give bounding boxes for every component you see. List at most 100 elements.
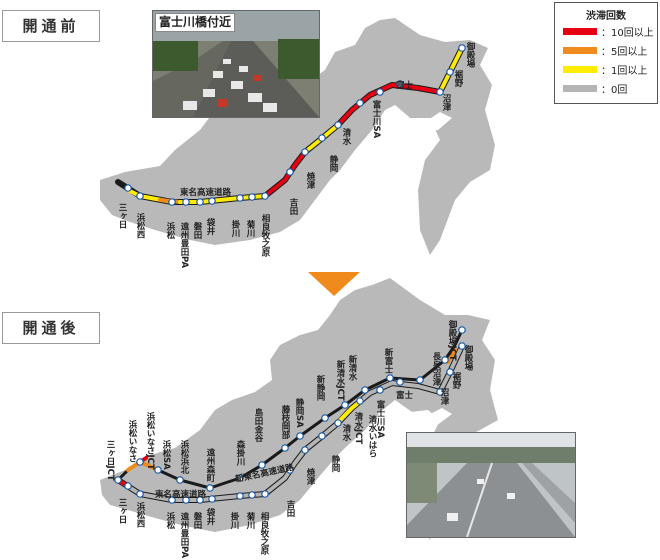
label-mikkabi: 三ヶ日 (117, 203, 127, 229)
legend-item-red: ：10回以上 (563, 22, 657, 41)
label-enshu-toyoda-b: 遠州豊田PA (179, 511, 190, 558)
photo-fujikawa-bridge: 富士川橋付近 (152, 10, 320, 118)
land-shape-top (100, 18, 495, 255)
label-shin-shizuoka: 新静岡 (315, 374, 325, 401)
label-fukuroi: 袋井 (205, 217, 216, 236)
legend: 渋滞回数 ：10回以上 ：5回以上 ：1回以上 ：0回 (554, 2, 658, 104)
label-gotemba-jct: 御殿場JCT (447, 319, 458, 360)
node-top-17 (446, 68, 454, 76)
legend-item-yellow: ：1回以上 (563, 60, 657, 79)
label-shimada-kanaya: 島田金谷 (253, 407, 264, 443)
node-bottom-26 (281, 444, 289, 452)
label-kakegawa-b: 掛川 (229, 511, 240, 530)
label-shin-shimizu: 新清水 (347, 354, 358, 381)
label-iwata: 磐田 (192, 221, 203, 240)
legend-swatch-gray (563, 85, 597, 92)
node-bottom-22 (176, 476, 184, 484)
label-susono: 裾野 (453, 69, 463, 88)
node-top-7 (248, 193, 256, 201)
node-top-4 (196, 198, 204, 206)
after-title: 開通後 (2, 312, 100, 344)
label-iwata-b: 磐田 (192, 511, 203, 530)
legend-swatch-yellow (563, 66, 597, 73)
segment-orange-gotemba (446, 348, 457, 364)
label-fujieda-okabe: 藤枝岡部 (280, 404, 291, 440)
node-bottom-14 (376, 386, 384, 394)
node-top-3 (182, 198, 190, 206)
node-top-0 (124, 184, 132, 192)
label-shizuoka-sa: 静岡SA (294, 397, 304, 428)
node-bottom-6 (236, 492, 244, 500)
node-bottom-10 (301, 446, 309, 454)
node-bottom-7 (248, 491, 256, 499)
label-yaizu: 焼津 (305, 171, 316, 190)
interchange-nodes (114, 44, 466, 504)
node-bottom-1 (136, 490, 144, 498)
legend-title: 渋滞回数 (586, 11, 626, 22)
label-hamamatsu-inasa: 浜松いなさ (127, 419, 137, 462)
label-shimizu-b: 清水 (341, 423, 352, 442)
node-top-12 (334, 121, 342, 129)
label-enshu-morimachi: 遠州森町 (205, 447, 216, 483)
node-top-14 (376, 88, 384, 96)
coast-inlet-bottom (395, 400, 452, 428)
node-bottom-31 (386, 374, 394, 382)
label-susono-b: 裾野 (451, 371, 461, 390)
node-bottom-18 (458, 342, 466, 350)
label-shin-fuji: 新富士 (383, 347, 393, 373)
node-top-1 (136, 192, 144, 200)
before-title: 開通前 (2, 10, 100, 42)
label-hamamatsu-inasa-jct: 浜松いなさJCT (145, 411, 155, 469)
node-bottom-24 (236, 474, 244, 482)
label-hamamatsu: 浜松 (165, 221, 175, 240)
node-top-11 (318, 134, 326, 142)
node-bottom-23 (206, 484, 214, 492)
node-top-8 (261, 192, 269, 200)
legend-label-orange: ：5回以上 (601, 47, 648, 58)
node-bottom-20 (136, 458, 144, 466)
legend-item-orange: ：5回以上 (563, 41, 657, 60)
label-gotemba-b: 御殿場 (463, 344, 474, 371)
node-bottom-28 (321, 414, 329, 422)
coast-inlet-top (395, 105, 452, 132)
node-bottom-21 (154, 466, 162, 474)
label-sagara-b: 相良牧之原 (259, 511, 269, 555)
node-bottom-32 (416, 376, 424, 384)
node-bottom-33 (441, 356, 449, 364)
node-bottom-8 (261, 490, 269, 498)
node-bottom-9 (286, 466, 294, 474)
label-shimizu-ihara: 清水いはら (367, 414, 378, 458)
label-enshu-toyoda: 遠州豊田PA (179, 221, 190, 268)
node-bottom-27 (296, 432, 304, 440)
label-fujikawa-sa-b: 富士川SA (375, 399, 386, 438)
node-top-5 (208, 197, 216, 205)
legend-label-red: ：10回以上 (601, 28, 654, 39)
label-mori-kakegawa: 森掛川 (235, 439, 246, 466)
label-kakegawa: 掛川 (230, 219, 241, 238)
node-bottom-11 (318, 432, 326, 440)
label-shimizu-jct: 清水JCT (353, 411, 364, 444)
node-top-10 (301, 148, 309, 156)
legend-item-gray: ：0回 (563, 79, 657, 98)
node-bottom-34 (458, 326, 466, 334)
node-bottom-17 (446, 368, 454, 376)
label-fuji-b: 富士 (396, 390, 414, 401)
label-mikkabi-jct: 三ヶ日JCT (105, 440, 115, 481)
node-bottom-13 (356, 397, 364, 405)
label-sagara: 相良牧之原 (260, 213, 270, 257)
label-numazu: 沼津 (441, 93, 451, 112)
node-bottom-5 (208, 495, 216, 503)
node-top-9 (286, 168, 294, 176)
label-hamamatsunishi: 浜松西 (135, 212, 145, 239)
node-bottom-19 (114, 476, 122, 484)
legend-label-gray: ：0回 (601, 85, 628, 96)
node-top-2 (168, 198, 176, 206)
node-bottom-4 (196, 496, 204, 504)
highway-photo (407, 433, 575, 537)
label-yoshida-b: 吉田 (285, 499, 295, 518)
node-bottom-12 (334, 419, 342, 427)
label-shin-shimizu-jct: 新清水JCT (335, 359, 346, 400)
photo-after-highway (406, 432, 576, 538)
node-top-6 (236, 194, 244, 202)
